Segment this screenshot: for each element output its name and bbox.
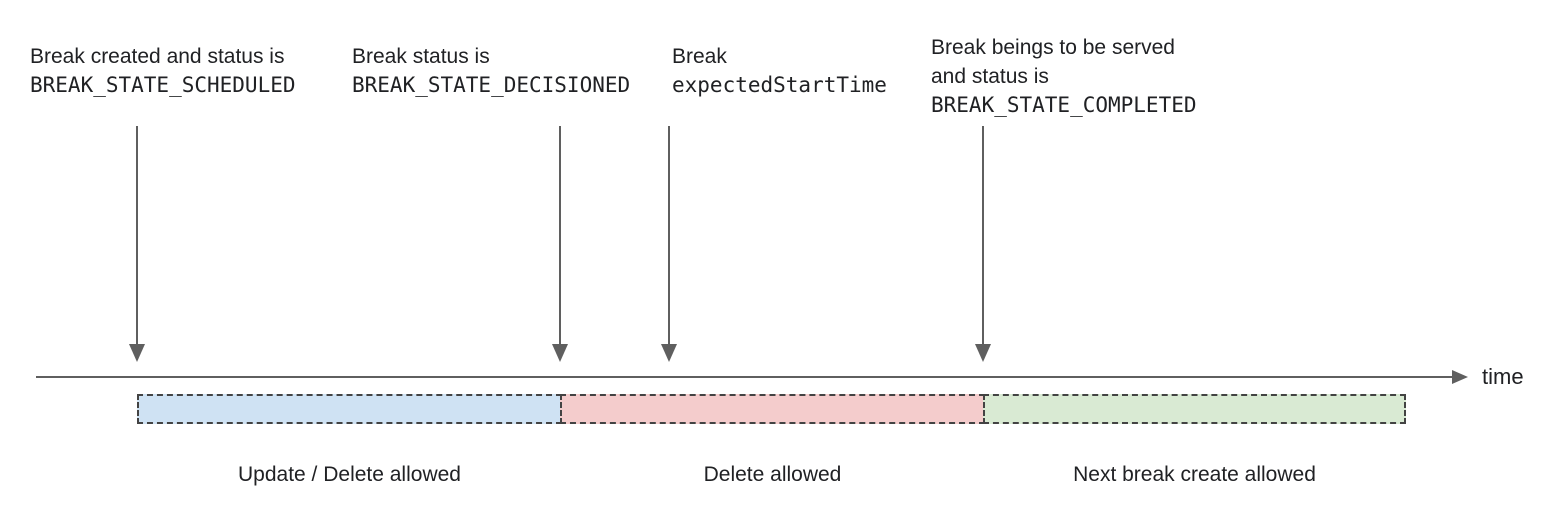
- annotation-break-scheduled: Break created and status is BREAK_STATE_…: [30, 42, 296, 100]
- annotation-code: BREAK_STATE_DECISIONED: [352, 73, 631, 97]
- segment-update-delete-allowed: [137, 394, 562, 424]
- time-axis-label: time: [1482, 364, 1524, 389]
- arrow-line: [982, 126, 984, 344]
- arrow-line: [136, 126, 138, 344]
- down-arrowhead-icon: [129, 344, 145, 362]
- annotation-break-completed: Break beings to be served and status is …: [931, 33, 1197, 120]
- annotation-text: and status is: [931, 65, 1049, 88]
- down-arrowhead-icon: [552, 344, 568, 362]
- annotation-text: Break beings to be served: [931, 36, 1175, 59]
- time-axis-line: [36, 376, 1452, 378]
- arrow-line: [559, 126, 561, 344]
- segment-label-update-delete: Update / Delete allowed: [238, 463, 461, 486]
- segment-label-delete: Delete allowed: [703, 463, 842, 486]
- annotation-code: BREAK_STATE_COMPLETED: [931, 93, 1197, 117]
- down-arrowhead-icon: [661, 344, 677, 362]
- segment-next-break-create-allowed: [983, 394, 1406, 424]
- time-axis-arrowhead-icon: [1452, 370, 1468, 384]
- arrow-break-completed: [975, 126, 991, 362]
- annotation-expected-start-time: Break expectedStartTime: [672, 42, 887, 100]
- annotation-text: Break status is: [352, 45, 490, 68]
- arrow-break-scheduled: [129, 126, 145, 362]
- segment-delete-allowed: [560, 394, 985, 424]
- annotation-break-decisioned: Break status is BREAK_STATE_DECISIONED: [352, 42, 630, 100]
- annotation-text: Break created and status is: [30, 45, 285, 68]
- arrow-line: [668, 126, 670, 344]
- arrow-expected-start-time: [661, 126, 677, 362]
- annotation-text: Break: [672, 45, 727, 68]
- down-arrowhead-icon: [975, 344, 991, 362]
- annotation-code: BREAK_STATE_SCHEDULED: [30, 73, 296, 97]
- segment-label-next-break-create: Next break create allowed: [1073, 463, 1316, 486]
- arrow-break-decisioned: [552, 126, 568, 362]
- annotation-code: expectedStartTime: [672, 73, 887, 97]
